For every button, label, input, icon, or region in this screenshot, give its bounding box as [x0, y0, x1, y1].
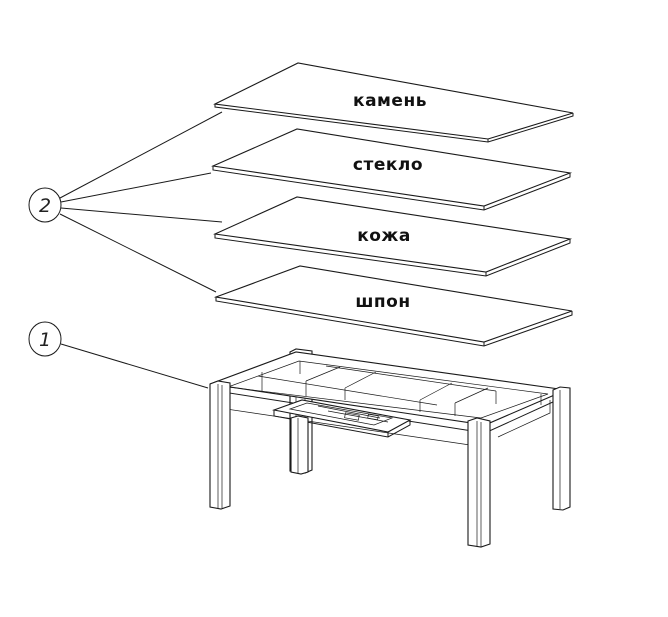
panel-veneer: шпон — [213, 265, 573, 347]
inner-leg — [290, 415, 309, 475]
panel-glass: стекло — [211, 128, 573, 211]
leader-line-stone — [59, 111, 223, 199]
panel-label-glass: стекло — [353, 155, 423, 175]
back-right-leg — [552, 386, 571, 511]
callout-2: 2 — [28, 111, 223, 293]
callout-1: 1 — [28, 321, 209, 389]
leader-line-frame — [60, 343, 209, 389]
panel-label-leather: кожа — [357, 226, 411, 246]
callout-circle-2 — [28, 187, 62, 223]
front-right-leg — [467, 417, 491, 548]
leader-line-leather — [60, 207, 223, 223]
callout-number-1: 1 — [39, 329, 51, 351]
frame-top — [209, 351, 569, 426]
callout-number-2: 2 — [39, 195, 51, 217]
panel-label-stone: камень — [353, 91, 427, 111]
drawer — [271, 399, 412, 438]
front-left-leg — [209, 380, 231, 510]
panel-leather: кожа — [213, 196, 573, 277]
callout-circle-1 — [28, 321, 62, 357]
panel-label-veneer: шпон — [355, 292, 410, 312]
table-frame — [209, 348, 571, 548]
leader-line-glass — [60, 172, 212, 203]
panel-stone: камень — [213, 62, 574, 143]
leader-line-veneer — [59, 213, 217, 293]
